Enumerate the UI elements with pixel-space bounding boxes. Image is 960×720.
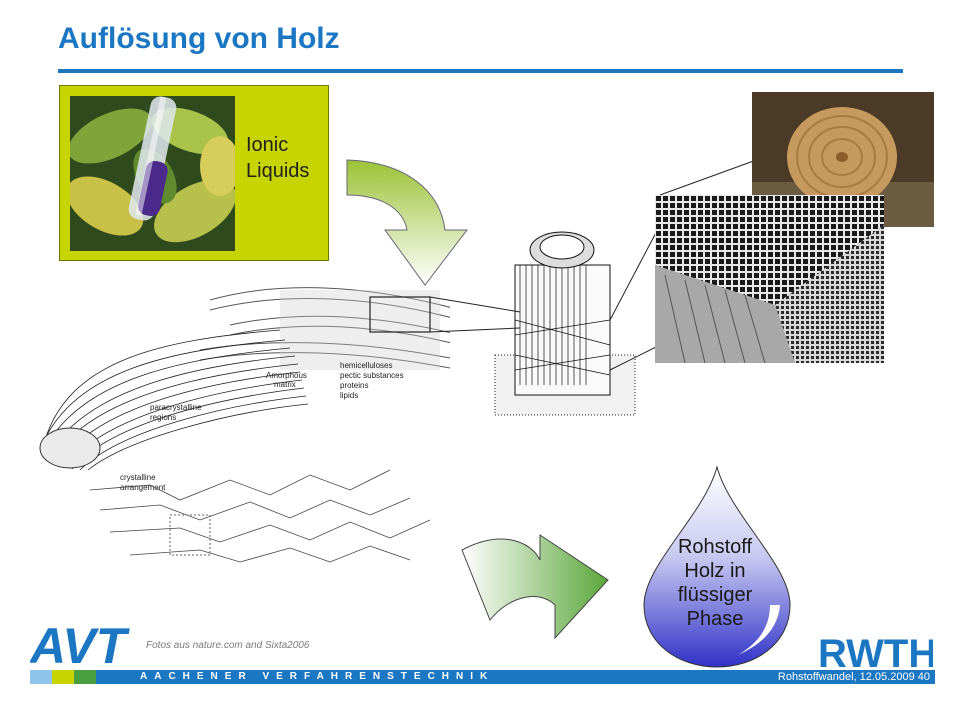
curved-arrow-down-icon	[346, 159, 469, 286]
date-page-number: Rohstoffwandel, 12.05.2009 40	[777, 671, 930, 683]
curved-arrow-right-icon	[461, 534, 609, 640]
wood-micrograph-photo	[655, 195, 884, 363]
label-proteins: proteins	[340, 381, 368, 390]
liquid-phase-label: Rohstoff Holz in flüssiger Phase	[677, 536, 753, 630]
rwth-logo: RWTH	[818, 633, 933, 671]
label-matrix: matrix	[274, 380, 296, 389]
photo-credit: Fotos aus nature.com and Sixta2006	[146, 640, 310, 651]
cell-wall-structure-diagram	[494, 231, 636, 416]
label-hemicelluloses: hemicelluloses	[340, 361, 392, 370]
label-regions: regions	[150, 413, 176, 422]
slide-title: Auflösung von Holz	[58, 22, 340, 55]
cellulose-fiber-diagram: Amorphous matrix hemicelluloses pectic s…	[39, 287, 450, 563]
avt-logo: AVT	[30, 618, 131, 670]
footer-bar	[30, 670, 935, 684]
ionic-liquids-label: Ionic Liquids	[246, 134, 310, 182]
label-paracrystalline: paracrystalline	[150, 403, 202, 412]
svg-text:AVT: AVT	[30, 618, 131, 670]
title-underline	[58, 69, 903, 73]
svg-text:RWTH: RWTH	[818, 633, 933, 671]
label-crystalline: crystalline	[120, 473, 156, 482]
liquid-drop-icon	[643, 465, 791, 668]
ionic-liquids-panel: Ionic Liquids	[59, 85, 329, 261]
label-pectic: pectic substances	[340, 371, 404, 380]
label-arrangement: arrangement	[120, 483, 166, 492]
label-amorphous: Amorphous	[266, 371, 307, 380]
institute-name: AACHENER VERFAHRENSTECHNIK	[140, 671, 495, 682]
label-lipids: lipids	[340, 391, 358, 400]
ionic-liquid-photo	[70, 96, 235, 251]
